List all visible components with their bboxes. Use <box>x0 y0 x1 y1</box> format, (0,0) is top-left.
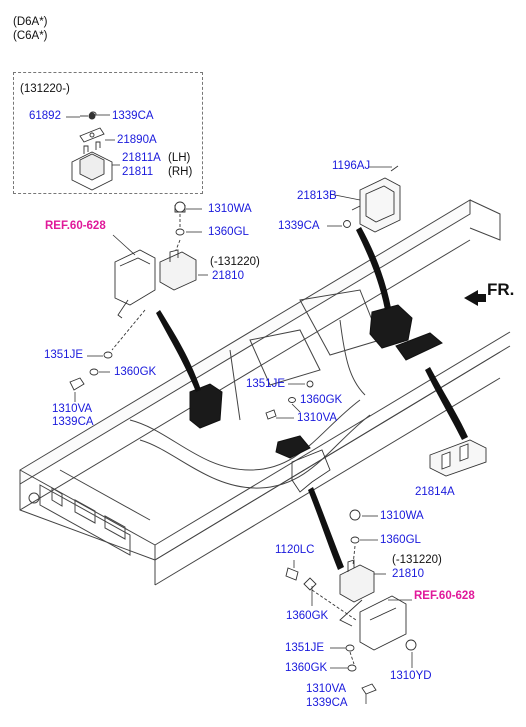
part-1310VA-left[interactable]: 1310VA <box>52 403 93 415</box>
bracket-left-drawing <box>111 201 197 351</box>
frame-left-rail <box>19 199 501 586</box>
ref-link-bottom[interactable]: REF.60-628 <box>414 590 475 602</box>
range-note-top: (-131220) <box>210 256 260 268</box>
part-1310YD[interactable]: 1310YD <box>390 670 432 682</box>
frame-cross-members <box>39 289 381 556</box>
part-21814A[interactable]: 21814A <box>415 486 455 498</box>
inset-parts-drawing <box>71 111 113 191</box>
leader-swooshes <box>156 227 468 570</box>
part-21890A[interactable]: 21890A <box>117 134 157 146</box>
part-21811A[interactable]: 21811A <box>122 152 161 164</box>
part-1196AJ[interactable]: 1196AJ <box>332 160 371 172</box>
front-arrow-icon <box>464 290 486 306</box>
part-21811[interactable]: 21811 <box>122 166 154 178</box>
inset-title: (131220-) <box>20 83 70 95</box>
black-mounts <box>189 304 443 459</box>
part-61892[interactable]: 61892 <box>29 110 61 122</box>
engine-code-1: (D6A*) <box>13 16 48 28</box>
engine-code-2: (C6A*) <box>13 30 48 42</box>
mount-bottom-drawing <box>285 509 417 695</box>
part-1360GK-left[interactable]: 1360GK <box>114 366 157 378</box>
ref-link-top[interactable]: REF.60-628 <box>45 220 106 232</box>
rh-note: (RH) <box>168 166 193 178</box>
part-1120LC[interactable]: 1120LC <box>275 544 315 556</box>
part-1310WA-top[interactable]: 1310WA <box>208 203 252 215</box>
front-label: FR. <box>487 280 515 299</box>
fasteners-left <box>69 351 113 391</box>
part-1339CA-bottom[interactable]: 1339CA <box>306 697 348 709</box>
leader-lines <box>66 114 413 704</box>
part-21813B[interactable]: 21813B <box>297 190 337 202</box>
frame-hole <box>28 492 40 504</box>
part-1351JE-middle[interactable]: 1351JE <box>246 378 286 390</box>
part-1310VA-middle[interactable]: 1310VA <box>297 412 338 424</box>
part-1339CA-right[interactable]: 1339CA <box>278 220 320 232</box>
part-1360GK-bottom-2[interactable]: 1360GK <box>285 662 328 674</box>
frame-right-rail <box>19 331 511 561</box>
bracket-middle-drawing <box>265 380 331 493</box>
part-1339CA-left[interactable]: 1339CA <box>52 416 94 428</box>
part-1360GK-bottom-1[interactable]: 1360GK <box>286 610 329 622</box>
part-1360GL-bottom[interactable]: 1360GL <box>380 534 421 546</box>
part-1360GK-middle[interactable]: 1360GK <box>300 394 343 406</box>
part-1310VA-bottom[interactable]: 1310VA <box>306 683 347 695</box>
bracket-right-drawing <box>343 165 401 233</box>
part-1351JE-left[interactable]: 1351JE <box>44 349 84 361</box>
inset-box <box>13 72 203 194</box>
part-21810-bottom[interactable]: 21810 <box>392 568 424 580</box>
part-1360GL-top[interactable]: 1360GL <box>208 226 249 238</box>
part-1310WA-bottom[interactable]: 1310WA <box>380 510 424 522</box>
part-1351JE-bottom[interactable]: 1351JE <box>285 642 325 654</box>
part-21810-top[interactable]: 21810 <box>212 270 244 282</box>
part-1339CA-inset[interactable]: 1339CA <box>112 110 154 122</box>
range-note-bottom: (-131220) <box>392 554 442 566</box>
lh-note: (LH) <box>168 152 191 164</box>
mount-21814A-drawing <box>429 439 487 477</box>
